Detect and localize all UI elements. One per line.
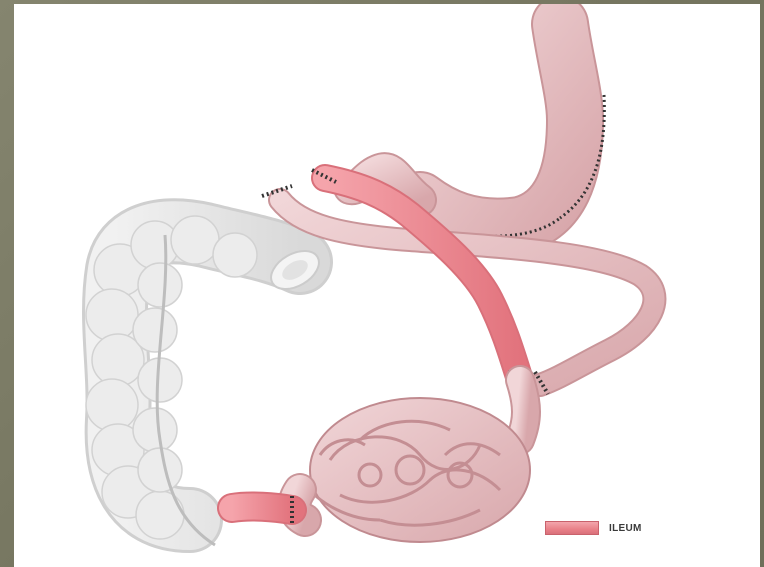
legend: ILEUM	[545, 521, 642, 535]
legend-swatch-ileum	[545, 521, 599, 535]
illustration-panel: ILEUM	[14, 4, 760, 567]
intestinal-anatomy-illustration	[14, 4, 760, 567]
ileum-segment-lower	[232, 496, 292, 526]
small-intestine	[295, 380, 530, 542]
legend-label-ileum: ILEUM	[609, 523, 642, 534]
